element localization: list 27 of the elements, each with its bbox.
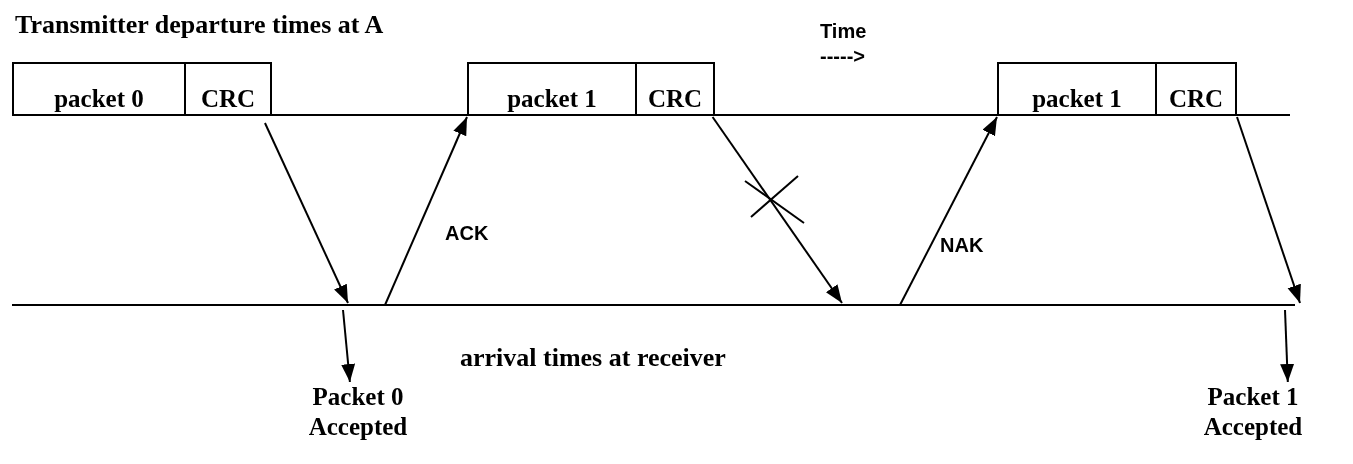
- label-text: arrival times at receiver: [460, 343, 726, 373]
- cell-label: CRC: [200, 86, 256, 111]
- label-text: ----->: [820, 45, 865, 68]
- arrow: [899, 116, 998, 306]
- packet-cell: [467, 62, 637, 115]
- cell-label: CRC: [647, 86, 703, 111]
- crc-cell: [1155, 62, 1237, 115]
- result-text: Packet 0 Accepted: [300, 382, 416, 442]
- label-text: NAK: [940, 234, 984, 257]
- cell-label: CRC: [1168, 86, 1224, 111]
- packet-cell: [12, 62, 186, 115]
- result-text: Packet 1 Accepted: [1195, 382, 1311, 442]
- label-text: Transmitter departure times at A: [15, 10, 384, 40]
- arrow: [263, 122, 349, 304]
- arrow: [341, 309, 356, 383]
- cell-label: packet 1: [507, 86, 597, 111]
- label-text: Time: [820, 20, 867, 43]
- label-text: ACK: [445, 222, 489, 245]
- arrow: [1280, 309, 1295, 383]
- crc-cell: [184, 62, 272, 115]
- arrow: [384, 116, 468, 306]
- arrow: [1236, 116, 1301, 304]
- arrow: [711, 116, 843, 304]
- cell-label: packet 1: [1032, 86, 1122, 111]
- cell-label: packet 0: [54, 86, 144, 111]
- packet-cell: [997, 62, 1157, 115]
- crc-cell: [635, 62, 715, 115]
